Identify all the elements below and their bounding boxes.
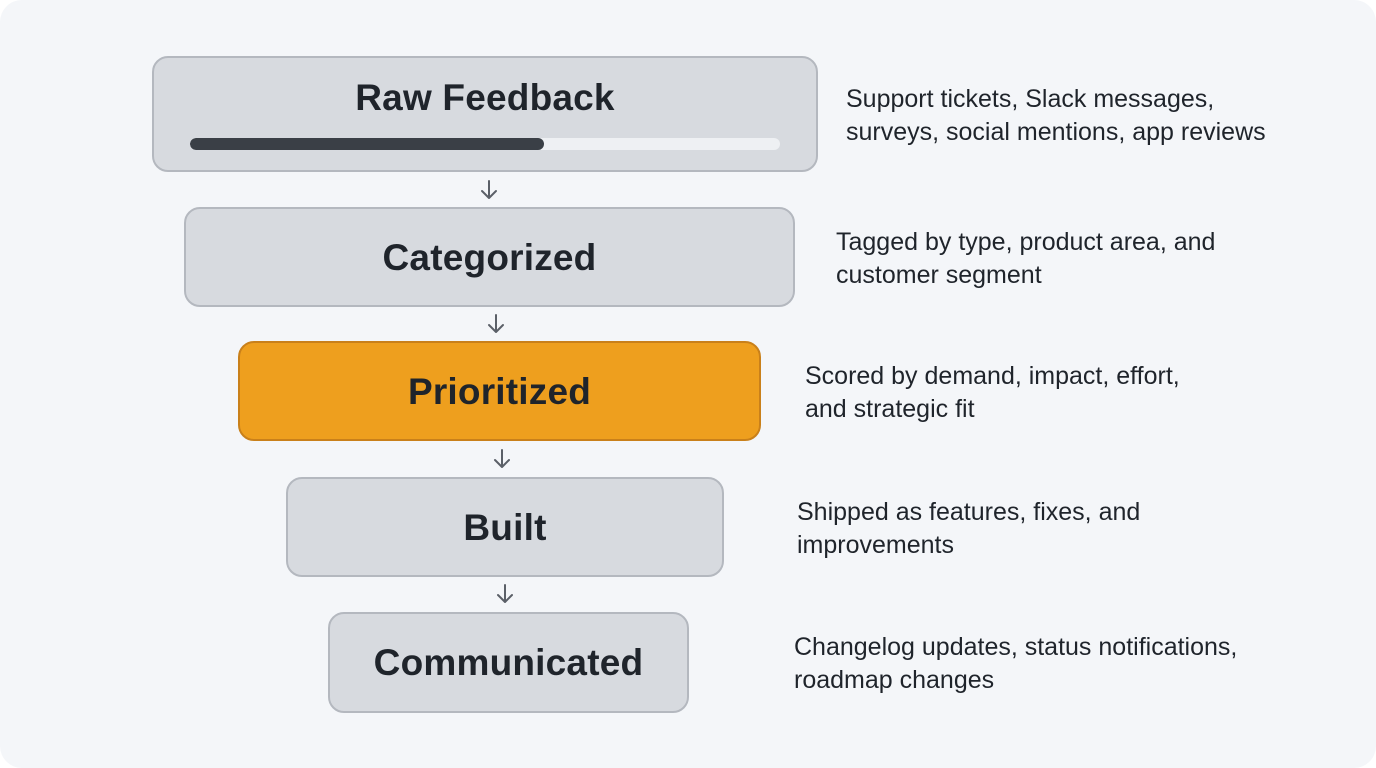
description-line: Tagged by type, product area, and — [836, 228, 1216, 256]
stage-raw-feedback: Raw Feedback — [152, 56, 818, 172]
description-line: roadmap changes — [794, 666, 995, 694]
stage-label: Built — [463, 506, 547, 548]
stage-categorized: Categorized — [184, 207, 795, 307]
stage-built: Built — [286, 477, 724, 577]
arrow-down-icon — [477, 178, 501, 202]
description-line: improvements — [797, 531, 954, 559]
stage-description-categorized: Tagged by type, product area, and custom… — [836, 226, 1215, 292]
stage-communicated: Communicated — [328, 612, 689, 713]
description-line: Scored by demand, impact, effort, — [805, 362, 1180, 390]
stage-label: Communicated — [373, 642, 644, 683]
description-line: Support tickets, Slack messages, — [846, 85, 1215, 113]
stage-label: Raw Feedback — [355, 76, 615, 118]
stage-description-prioritized: Scored by demand, impact, effort, and st… — [805, 360, 1180, 426]
stage-description-communicated: Changelog updates, status notifications,… — [794, 631, 1237, 697]
description-line: Changelog updates, status notifications, — [794, 633, 1238, 661]
description-line: and strategic fit — [805, 395, 975, 423]
description-line: surveys, social mentions, app reviews — [846, 118, 1266, 146]
stage-label: Prioritized — [407, 370, 592, 412]
stage-description-raw-feedback: Support tickets, Slack messages, surveys… — [846, 83, 1266, 149]
progress-bar — [190, 137, 780, 150]
arrow-down-icon — [484, 312, 508, 336]
progress-bar-fill — [190, 137, 544, 150]
description-line: customer segment — [836, 261, 1042, 289]
stage-prioritized: Prioritized — [238, 341, 761, 441]
stage-description-built: Shipped as features, fixes, and improvem… — [797, 496, 1140, 562]
stage-label: Categorized — [382, 236, 597, 278]
arrow-down-icon — [490, 447, 514, 471]
arrow-down-icon — [493, 582, 517, 606]
description-line: Shipped as features, fixes, and — [797, 498, 1141, 526]
